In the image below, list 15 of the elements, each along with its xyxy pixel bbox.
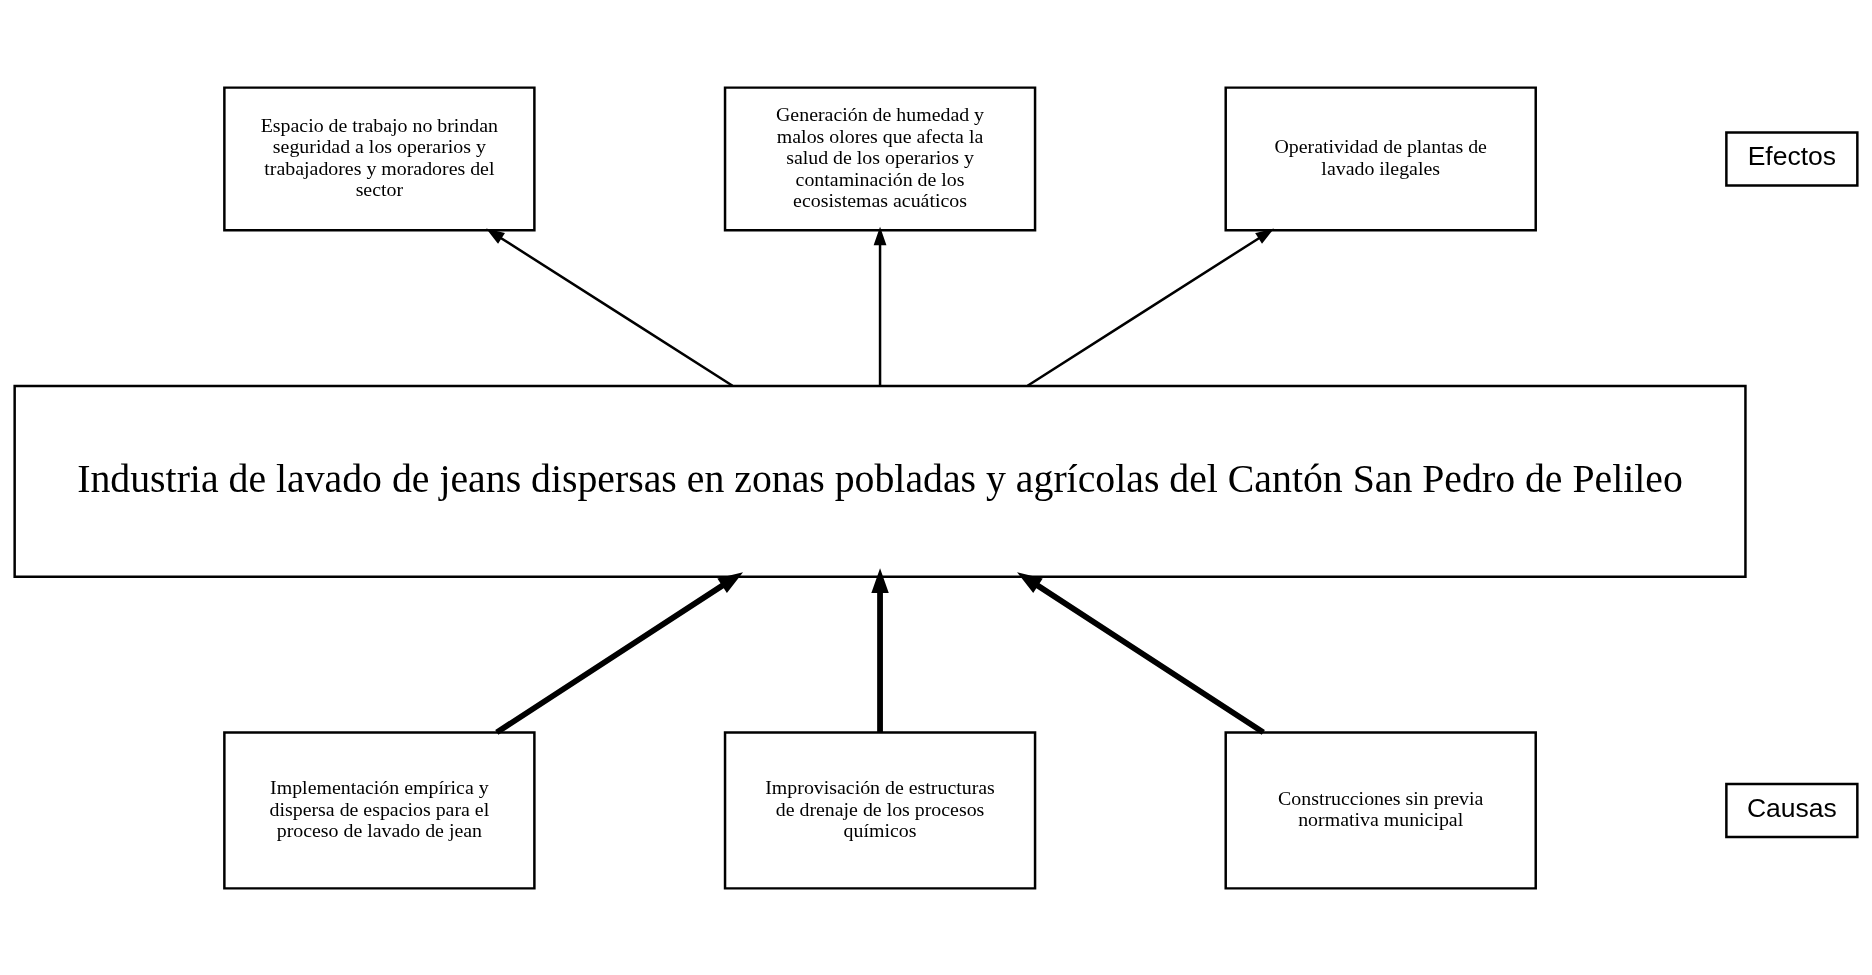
node-box: Operatividad de plantas de lavado ilegales: [1224, 85, 1537, 231]
arrow: [871, 567, 889, 732]
arrow: [486, 228, 734, 387]
arrow: [873, 226, 887, 386]
node-box: Espacio de trabajo no brindan seguridad a los operarios y trabajadores y moradores del sector: [223, 85, 536, 231]
node-box: Construcciones sin previa normativa municipal: [1224, 730, 1537, 890]
node-box: Implementación empírica y dispersa de espacios para el proceso de lavado de jean: [223, 730, 536, 890]
node-box: Efectos: [1725, 130, 1859, 187]
node-box: Improvisación de estructuras de drenaje de los procesos químicos: [723, 730, 1037, 890]
node-box: Causas: [1725, 782, 1859, 838]
node-box: Industria de lavado de jeans dispersas en zonas pobladas y agrícolas del Cantón San Pedro de Pelileo: [13, 384, 1747, 578]
arrow: [1017, 571, 1265, 735]
arrow: [495, 571, 744, 735]
node-box: Generación de humedad y malos olores que afecta la salud de los operarios y contaminación de los ecosistemas acuáticos: [723, 85, 1037, 231]
arrow: [1026, 228, 1274, 387]
